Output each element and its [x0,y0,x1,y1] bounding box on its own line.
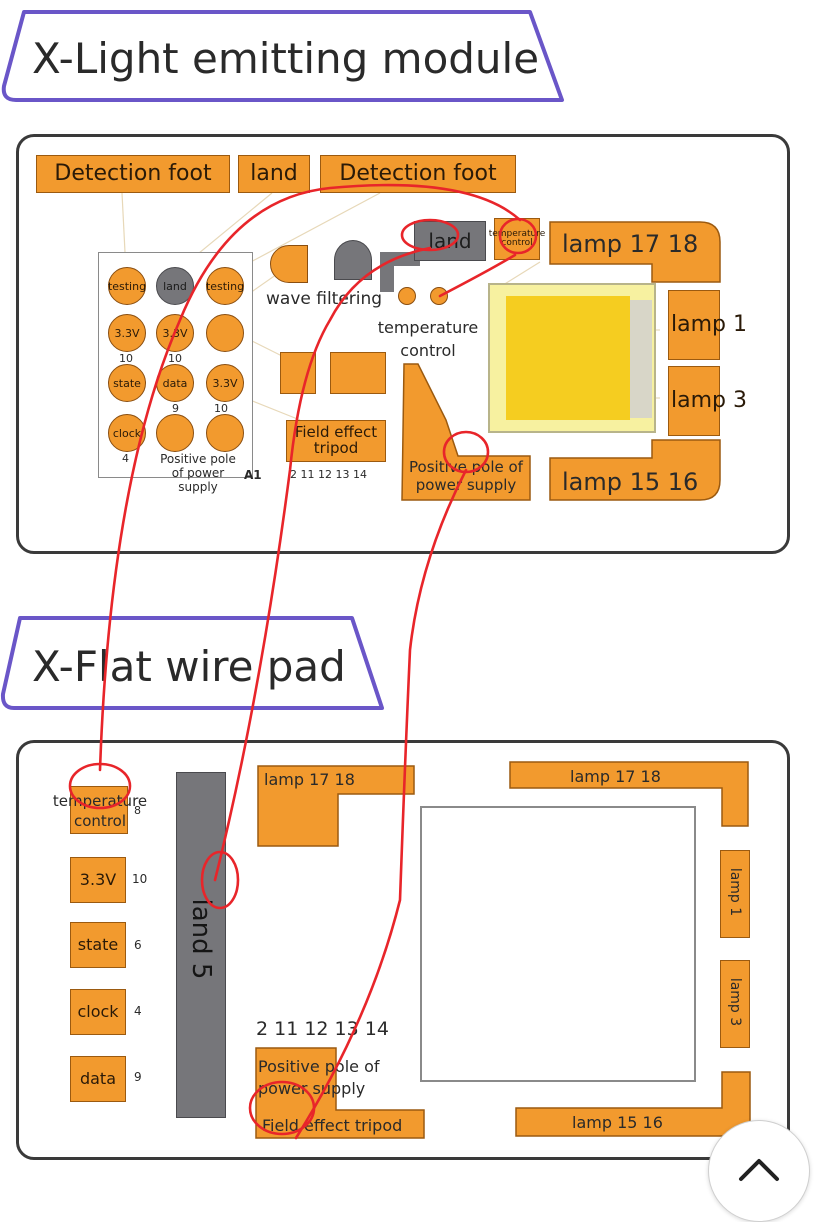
lamp-15-16-bottom: lamp 15 16 [562,468,699,496]
land-top: land [238,155,310,193]
fet-label-box: Field effect tripod [286,420,386,462]
lamp-15-16-right: lamp 15 16 [572,1113,663,1132]
led-chip-die [506,296,630,420]
detection-foot-left: Detection foot [36,155,230,193]
lamp-1-vertical-label: lamp 1 [727,867,743,917]
pin-clock: clock [108,414,146,452]
led-chip-side [630,300,652,418]
lamp-1-vertical [720,850,750,938]
fet-label-2: Field effect tripod [262,1116,403,1135]
lamp-17-18-left: lamp 17 18 [264,770,355,789]
wave-filter-orange-cap [270,245,308,283]
pad-state: state [70,922,126,968]
detection-foot-right: Detection foot [320,155,516,193]
fet-pad-2 [330,352,386,394]
lamp-1-right: lamp 1 [668,290,747,360]
pin-3v3-a: 3.3V [108,314,146,352]
land-5-label: land 5 [186,898,216,980]
pin-testing-1: testing [108,267,146,305]
scroll-top-button[interactable] [708,1120,810,1222]
pin-sub-clock: 4 [122,452,129,465]
pin-state: state [108,364,146,402]
temperature-control-small: temperature control [489,218,545,260]
positive-pole-label: Positive pole of power supply [409,458,523,494]
positive-pole-label-2: Positive pole of power supply [258,1057,380,1098]
land-block: land [414,221,486,261]
lamp-3-right: lamp 3 [668,366,747,436]
lamp-17-18-top: lamp 17 18 [562,230,699,258]
pad-data-num: 9 [134,1070,142,1084]
pad-3v3: 3.3V [70,857,126,903]
tab-outline [1,10,564,102]
temp-dot-2 [430,287,448,305]
temp-control-pad-num: 8 [134,804,141,817]
lamp-3-vertical [720,960,750,1048]
lamp-17-18-right: lamp 17 18 [570,767,661,786]
pad-clock: clock [70,989,126,1035]
fet-pin-numbers: 2 11 12 13 14 [290,468,367,481]
chevron-up-icon [739,1159,779,1181]
section1-title-tab: X-Light emitting module [0,8,570,108]
pad-clock-num: 4 [134,1004,142,1018]
temp-control-pad-label: temperature control [52,792,148,830]
pin-blank-2 [156,414,194,452]
pin-blank-3 [206,414,244,452]
pin-numbers-row: 2 11 12 13 14 [256,1018,389,1040]
temperature-control-label: temperature control [377,318,479,361]
lamp-3-vertical-label: lamp 3 [727,977,743,1027]
pin-testing-2: testing [206,267,244,305]
wave-filtering-label: wave filtering [266,289,383,309]
pin-data: data [156,364,194,402]
grid-caption: Positive pole of power supply [160,452,236,494]
pad-3v3-num: 10 [132,872,148,886]
pin-blank-1 [206,314,244,352]
pin-land: land [156,267,194,305]
section2-title-tab: X-Flat wire pad [0,614,390,714]
temp-dot-1 [398,287,416,305]
fet-pad-1 [280,352,316,394]
section2-title: X-Flat wire pad [32,642,346,691]
section1-title: X-Light emitting module [32,34,540,83]
wave-filter-gray-cap [334,240,372,280]
pin-3v3-c: 3.3V [206,364,244,402]
pad-state-num: 6 [134,938,142,952]
pin-3v3-b: 3.3V [156,314,194,352]
grid-caption-suffix: A1 [244,468,262,482]
pad-data: data [70,1056,126,1102]
center-pad-outline [420,806,696,1082]
